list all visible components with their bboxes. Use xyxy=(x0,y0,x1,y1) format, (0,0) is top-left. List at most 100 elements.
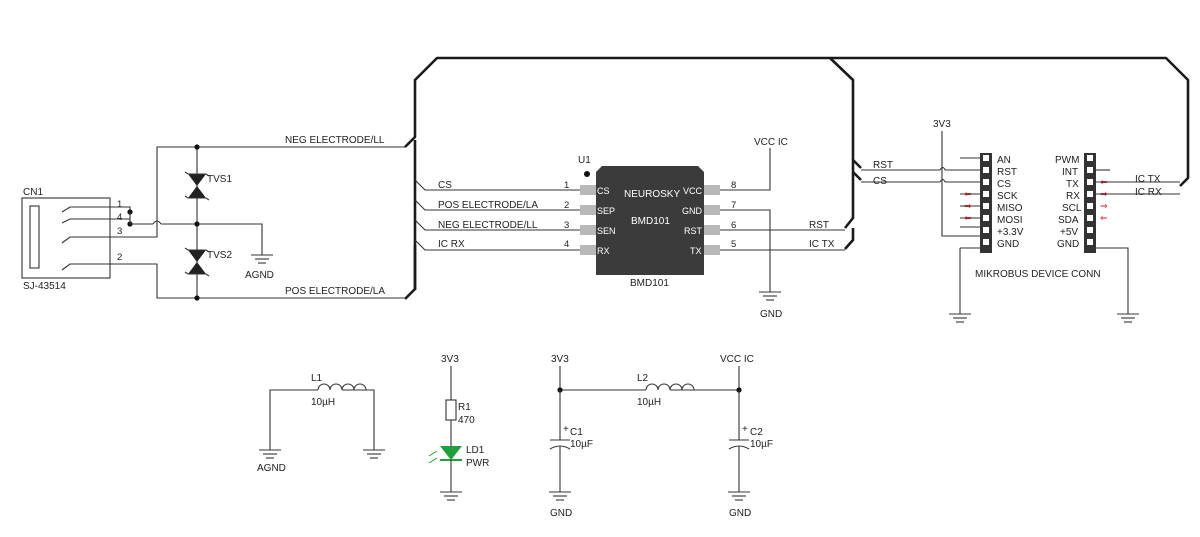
arrow-scl-icon: ⇒ xyxy=(1100,202,1108,212)
svg-text:6: 6 xyxy=(731,220,736,231)
net-vcc-ic-filter: VCC IC xyxy=(720,354,754,365)
gnd-c2-label: GND xyxy=(729,508,751,519)
svg-text:4: 4 xyxy=(117,212,122,223)
svg-text:2: 2 xyxy=(117,252,122,263)
svg-text:LD1: LD1 xyxy=(466,445,485,456)
bus-right xyxy=(830,56,1190,187)
svg-text:C1: C1 xyxy=(570,427,583,438)
led-indicator-circuit: 3V3 R1 470 LD1 PWR xyxy=(428,354,489,501)
gnd-mb-right-ground-icon xyxy=(1117,313,1139,323)
net-rst-mb: RST xyxy=(873,160,893,171)
net-pos-electrode-ic: POS ELECTRODE/LA xyxy=(438,200,538,211)
tvs2-label: TVS2 xyxy=(207,250,232,261)
agnd-l1-label: AGND xyxy=(257,463,286,474)
svg-text:PWM: PWM xyxy=(1055,155,1079,166)
svg-text:1: 1 xyxy=(117,199,122,210)
ic-model: BMD101 xyxy=(631,216,670,227)
svg-text:INT: INT xyxy=(1062,167,1078,178)
svg-text:7: 7 xyxy=(731,200,736,211)
net-neg-electrode-ic: NEG ELECTRODE/LL xyxy=(438,220,538,231)
svg-text:PWR: PWR xyxy=(466,458,489,469)
svg-text:+: + xyxy=(563,424,569,435)
svg-text:MISO: MISO xyxy=(997,203,1023,214)
net-3v3-filter: 3V3 xyxy=(551,354,569,365)
svg-text:GND: GND xyxy=(997,239,1019,250)
svg-text:R1: R1 xyxy=(458,402,471,413)
svg-text:1: 1 xyxy=(564,180,569,191)
net-ic-rx: IC RX xyxy=(438,239,465,250)
connector-cn1: CN1 SJ-43514 1 4 3 2 xyxy=(21,187,158,292)
ic-name: BMD101 xyxy=(630,278,669,289)
svg-text:SEN: SEN xyxy=(597,226,616,236)
svg-text:SDA: SDA xyxy=(1058,215,1079,226)
net-vcc-ic: VCC IC xyxy=(754,137,788,148)
gnd-ic-label: GND xyxy=(760,309,782,320)
svg-text:GND: GND xyxy=(1057,239,1079,250)
svg-text:C2: C2 xyxy=(750,427,763,438)
svg-text:5: 5 xyxy=(731,239,736,250)
svg-text:+3.3V: +3.3V xyxy=(997,227,1024,238)
svg-text:MOSI: MOSI xyxy=(997,215,1023,226)
tvs1-diode-icon xyxy=(184,171,210,201)
net-pos-electrode-bottom: POS ELECTRODE/LA xyxy=(285,286,385,297)
svg-text:RX: RX xyxy=(1066,191,1080,202)
net-neg-electrode-top: NEG ELECTRODE/LL xyxy=(285,135,385,146)
svg-text:470: 470 xyxy=(458,415,475,426)
svg-text:L1: L1 xyxy=(311,373,323,384)
arrow-miso-icon: ⇒ xyxy=(964,202,972,212)
gnd-mb-left-ground-icon xyxy=(949,313,971,323)
svg-text:L2: L2 xyxy=(637,373,649,384)
svg-text:TX: TX xyxy=(1066,179,1079,190)
ic-brand: NEUROSKY xyxy=(624,189,680,200)
net-ic-rx-mb: IC RX xyxy=(1135,187,1162,198)
ic-bmd101: U1 CS SEP SEN RX VCC GND RST TX NEUROSKY… xyxy=(578,155,720,289)
svg-text:SCK: SCK xyxy=(997,191,1018,202)
net-ic-tx-ic: IC TX xyxy=(809,239,835,250)
cn1-ref: CN1 xyxy=(23,187,43,198)
agnd-label: AGND xyxy=(245,270,274,281)
svg-text:4: 4 xyxy=(564,239,569,250)
svg-text:AN: AN xyxy=(997,155,1011,166)
net-cs-mb: CS xyxy=(873,176,887,187)
svg-text:2: 2 xyxy=(564,200,569,211)
svg-text:10µH: 10µH xyxy=(311,397,335,408)
svg-text:CS: CS xyxy=(997,179,1011,190)
svg-text:RST: RST xyxy=(997,167,1017,178)
power-filter-circuit: 3V3 L2 10µH VCC IC + C1 10µF GND + C2 10… xyxy=(549,354,773,519)
svg-text:CS: CS xyxy=(597,186,610,196)
cn1-part: SJ-43514 xyxy=(23,281,66,292)
net-ic-tx-mb: IC TX xyxy=(1135,174,1161,185)
net-rst-ic: RST xyxy=(809,220,829,231)
mikrobus-connector: 3V3 RST CS AN RST CS SCK xyxy=(861,119,1180,314)
arrow-sck-icon: ⇐ xyxy=(964,190,972,200)
svg-text:+: + xyxy=(742,424,748,435)
arrow-mosi-icon: ⇐ xyxy=(964,214,972,224)
tvs2-diode-icon xyxy=(184,247,210,277)
net-cs-left: CS xyxy=(438,180,452,191)
svg-text:SCL: SCL xyxy=(1062,203,1082,214)
tvs1-label: TVS1 xyxy=(207,174,232,185)
arrow-sda-icon: ⇐ xyxy=(1100,214,1108,224)
net-3v3-led: 3V3 xyxy=(441,354,459,365)
gnd-c1-label: GND xyxy=(550,508,572,519)
svg-text:SEP: SEP xyxy=(597,206,615,216)
svg-text:10µF: 10µF xyxy=(750,439,773,450)
mikrobus-title: MIKROBUS DEVICE CONN xyxy=(975,269,1101,280)
arrow-rx-icon: ⇒ xyxy=(1100,190,1108,200)
svg-text:VCC: VCC xyxy=(683,186,703,196)
gnd-ic-ground-icon xyxy=(759,291,781,301)
svg-text:10µF: 10µF xyxy=(570,439,593,450)
svg-text:3: 3 xyxy=(117,226,122,237)
svg-text:3: 3 xyxy=(564,220,569,231)
svg-text:GND: GND xyxy=(682,206,703,216)
svg-text:+5V: +5V xyxy=(1060,227,1078,238)
net-3v3-mikrobus: 3V3 xyxy=(933,119,951,130)
ic-ref: U1 xyxy=(578,155,591,166)
svg-text:RST: RST xyxy=(684,226,703,236)
svg-text:10µH: 10µH xyxy=(637,397,661,408)
led-light-icon xyxy=(428,450,438,464)
svg-text:RX: RX xyxy=(597,246,610,256)
svg-text:8: 8 xyxy=(731,180,736,191)
